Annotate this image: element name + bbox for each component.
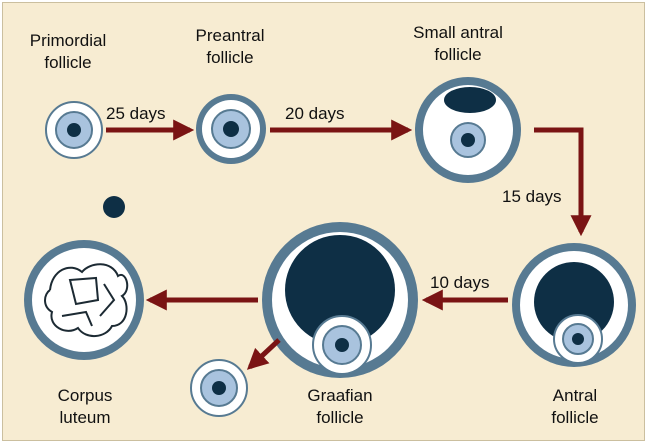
preantral-label-line1: Preantral xyxy=(180,25,280,47)
antral-follicle-label: Antral follicle xyxy=(530,385,620,429)
graafian-label-line2: follicle xyxy=(290,407,390,429)
preantral-follicle xyxy=(196,94,266,164)
duration-label-20-days: 20 days xyxy=(285,104,345,124)
primordial-label-line2: follicle xyxy=(18,52,118,74)
graafian-label-line1: Graafian xyxy=(290,385,390,407)
primordial-follicle-label: Primordial follicle xyxy=(18,30,118,74)
antral-label-line2: follicle xyxy=(530,407,620,429)
corpus-luteum-label-line2: luteum xyxy=(35,407,135,429)
released-oocyte xyxy=(191,360,247,416)
corpus-luteum xyxy=(24,240,144,360)
duration-label-25-days: 25 days xyxy=(106,104,166,124)
preantral-follicle-label: Preantral follicle xyxy=(180,25,280,69)
small-antral-follicle-label: Small antral follicle xyxy=(398,22,518,66)
preantral-label-line2: follicle xyxy=(180,47,280,69)
graafian-follicle xyxy=(262,222,418,378)
corpus-luteum-label: Corpus luteum xyxy=(35,385,135,429)
duration-label-15-days: 15 days xyxy=(502,187,562,207)
duration-label-10-days: 10 days xyxy=(430,273,490,293)
small-dark-body xyxy=(103,196,125,218)
corpus-luteum-label-line1: Corpus xyxy=(35,385,135,407)
arrow-small-antral-to-antral xyxy=(534,130,581,232)
arrow-graafian-to-oocyte xyxy=(250,340,279,367)
primordial-follicle xyxy=(46,102,102,158)
primordial-label-line1: Primordial xyxy=(18,30,118,52)
antral-follicle xyxy=(512,243,636,367)
antral-label-line1: Antral xyxy=(530,385,620,407)
small-antral-follicle xyxy=(415,77,521,183)
small-antral-label-line1: Small antral xyxy=(398,22,518,44)
graafian-follicle-label: Graafian follicle xyxy=(290,385,390,429)
small-antral-label-line2: follicle xyxy=(398,44,518,66)
